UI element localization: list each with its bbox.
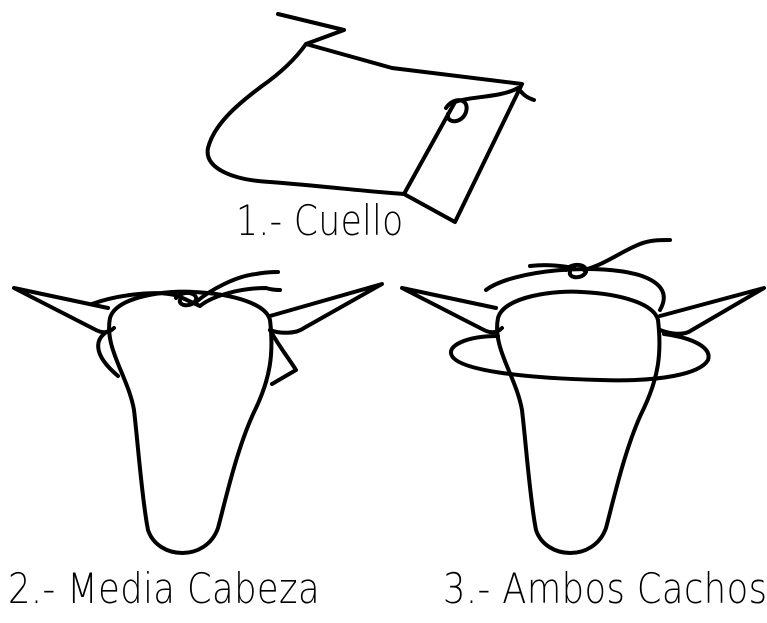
figure-half-head-front-view xyxy=(14,272,382,553)
caption-neck: 1.- Cuello xyxy=(236,196,404,245)
figure-neck-side-view xyxy=(208,14,534,222)
horns-rope-lower-loop xyxy=(451,334,709,380)
right-ear xyxy=(270,330,296,384)
caption-half-head: 2.- Media Cabeza xyxy=(8,564,320,613)
caption-both-horns: 3.- Ambos Cachos xyxy=(443,564,767,613)
cow-face-outline xyxy=(109,292,271,553)
left-horn xyxy=(14,288,114,332)
right-horn xyxy=(270,284,382,333)
rope-top-right xyxy=(584,240,670,270)
cow-face-outline xyxy=(497,292,659,553)
right-horn xyxy=(660,288,764,334)
figure-both-horns-front-view xyxy=(402,240,764,553)
cow-head-side-outline xyxy=(208,14,522,222)
left-horn xyxy=(402,288,502,332)
